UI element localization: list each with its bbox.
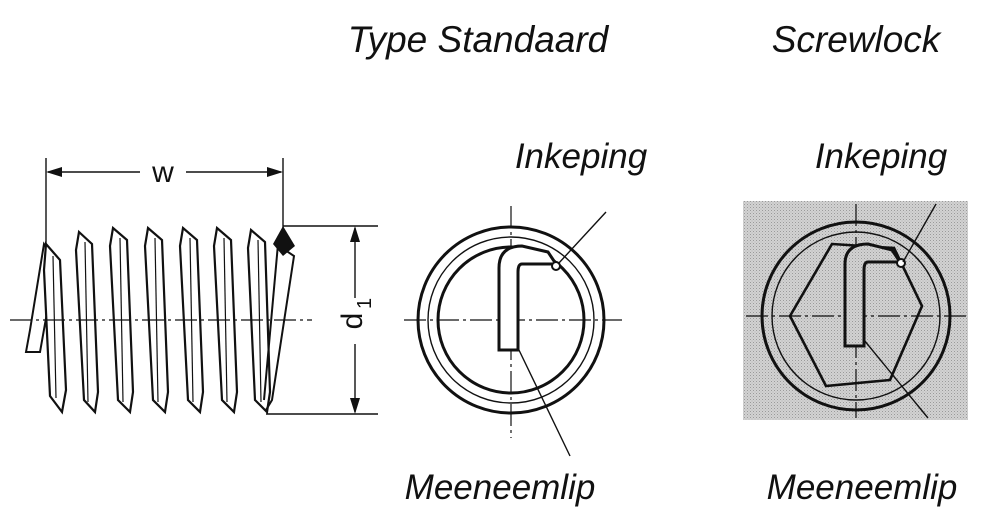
- diameter-label-subscript: 1: [354, 298, 376, 309]
- screwlock-end-view: [743, 201, 968, 420]
- diameter-label-main: d: [336, 313, 369, 330]
- title-screwlock: Screwlock: [772, 19, 943, 60]
- screwlock-middle-ring: [771, 231, 941, 401]
- standard-outer-ring: [416, 225, 606, 415]
- width-label: w: [151, 156, 174, 189]
- screwlock-tang-label: Meeneemlip: [767, 468, 958, 507]
- coil-side-view: w d 1: [10, 156, 378, 415]
- screwlock-notch-leader: [902, 203, 937, 263]
- title-type-standaard: Type Standaard: [348, 19, 610, 60]
- width-dimension: [45, 158, 284, 245]
- diameter-label: d 1: [336, 298, 376, 329]
- standard-notch-label: Inkeping: [515, 137, 648, 176]
- coil-diagonal-turns: [263, 243, 296, 411]
- screwlock-tang-leader: [863, 339, 929, 419]
- standard-tang-label: Meeneemlip: [405, 468, 596, 507]
- standard-end-view: [404, 206, 622, 457]
- coil-end-tip: [273, 226, 295, 256]
- standard-tang: [497, 244, 559, 352]
- screwlock-notch-label: Inkeping: [815, 137, 948, 176]
- screwlock-outer-ring: [760, 220, 952, 412]
- standard-tang-leader: [517, 347, 571, 457]
- diameter-dimension: [266, 225, 378, 415]
- screwlock-locking-polygon: [788, 242, 924, 388]
- standard-middle-ring: [427, 236, 595, 404]
- standard-notch-leader: [557, 211, 607, 265]
